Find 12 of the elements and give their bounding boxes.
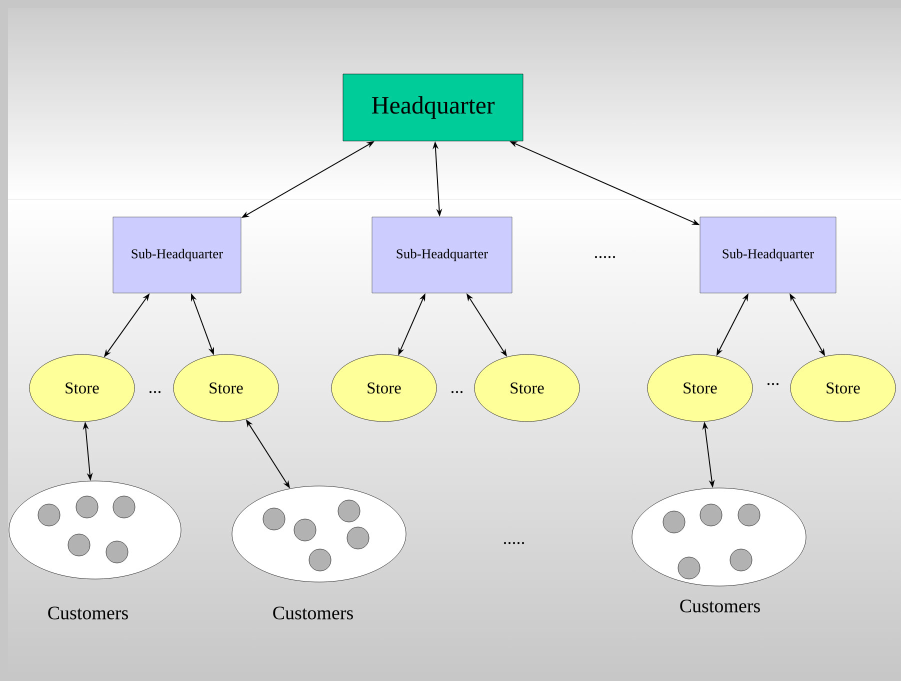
sub-headquarter-box: Sub-Headquarter [700, 216, 836, 294]
ellipsis: ... [149, 390, 161, 394]
ellipsis: ..... [504, 542, 524, 544]
customers-label: Customers [48, 606, 128, 620]
ellipsis: ..... [594, 256, 616, 258]
ellipsis: ... [451, 390, 463, 394]
sub-headquarter-box: Sub-Headquarter [112, 216, 242, 294]
customers-label: Customers [273, 606, 353, 620]
sub-headquarter-box: Sub-Headquarter [372, 216, 512, 294]
hq-box: Headquarter [342, 74, 524, 142]
customers-label: Customers [680, 600, 760, 612]
ellipsis: ... [767, 382, 779, 386]
